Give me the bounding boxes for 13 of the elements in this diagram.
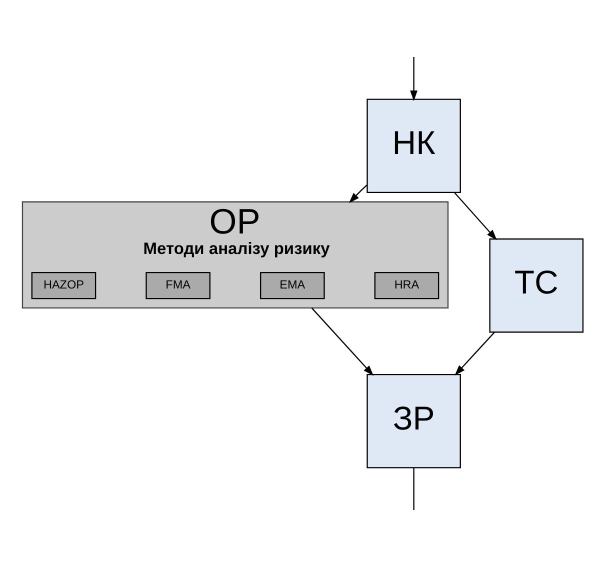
node-box: HAZOP	[31, 272, 96, 300]
node-box: HRA	[374, 272, 440, 300]
arrow	[454, 192, 497, 240]
connector	[413, 468, 414, 510]
arrow	[311, 308, 374, 376]
arrow	[348, 184, 368, 204]
node-box: EMA	[260, 272, 325, 300]
node-box: ТС	[489, 238, 584, 333]
node-box: ЗР	[366, 374, 461, 468]
node-box: НК	[366, 98, 461, 194]
node-box: FMA	[146, 272, 210, 300]
arrow	[454, 332, 495, 376]
arrow	[410, 56, 418, 102]
